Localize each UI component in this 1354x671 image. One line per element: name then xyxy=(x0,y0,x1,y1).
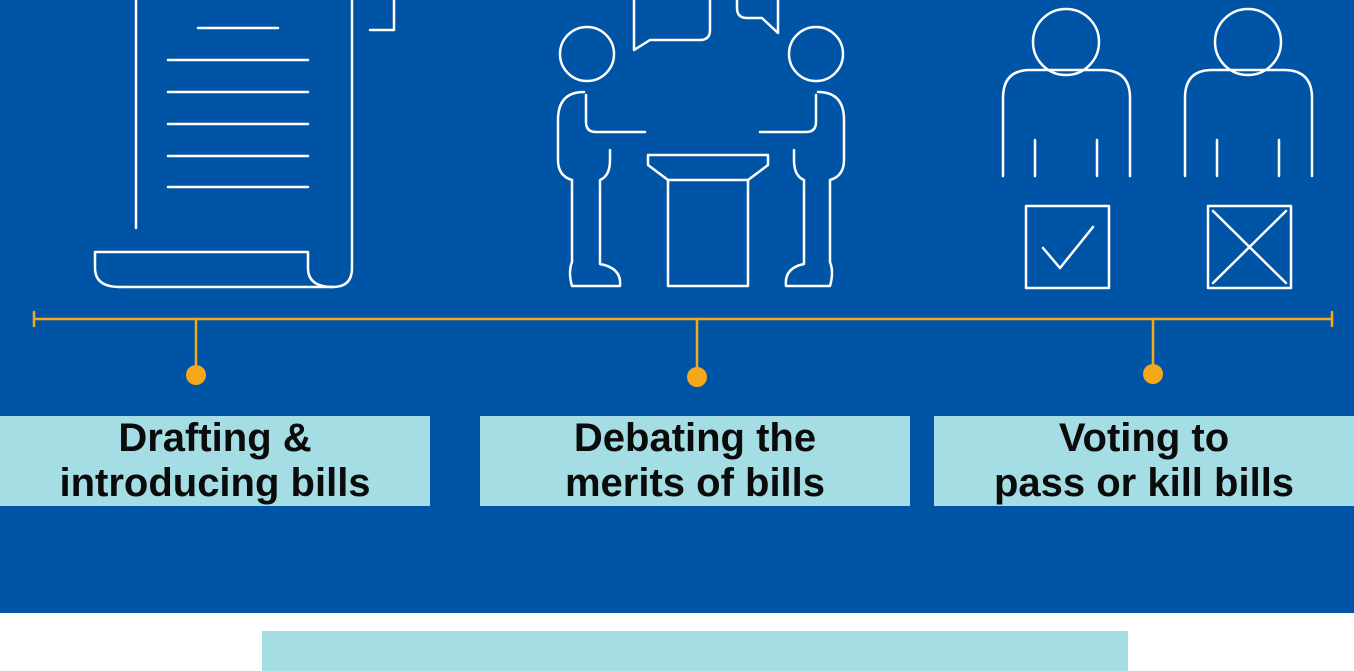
step-label-debating: Debating the merits of bills xyxy=(480,416,910,506)
document-scroll-icon xyxy=(93,0,396,289)
step-label-drafting: Drafting & introducing bills xyxy=(0,416,430,506)
timeline-marker xyxy=(1143,364,1163,384)
timeline-marker xyxy=(186,365,206,385)
step-label-line: pass or kill bills xyxy=(989,461,1299,505)
highlight-bar xyxy=(262,631,1128,671)
voting-figures-icon xyxy=(1001,7,1314,290)
step-label-line: merits of bills xyxy=(560,461,830,505)
step-label-line: introducing bills xyxy=(55,461,375,505)
debate-podium-icon xyxy=(556,0,846,288)
timeline-marker xyxy=(687,367,707,387)
step-label-line: Debating the xyxy=(569,416,821,460)
timeline-markers xyxy=(186,364,1163,387)
step-label-line: Drafting & xyxy=(114,416,316,460)
diagram-artwork xyxy=(32,0,1334,387)
step-label-voting: Voting to pass or kill bills xyxy=(934,416,1354,506)
timeline xyxy=(32,310,1334,378)
diagram-panel: Drafting & introducing bills Debating th… xyxy=(0,0,1354,613)
step-label-line: Voting to xyxy=(1054,416,1234,460)
